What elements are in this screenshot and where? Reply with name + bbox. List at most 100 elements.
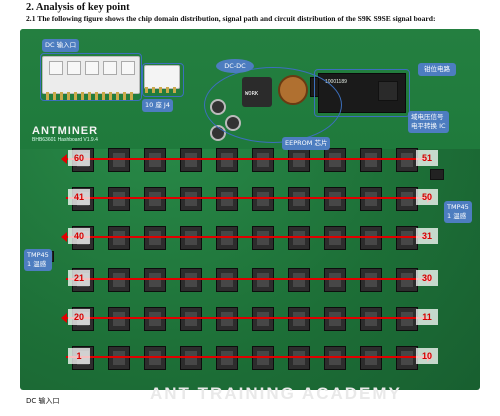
footer-caption: DC 输入口 [26,397,60,405]
asic-chip [288,268,310,292]
asic-chip [180,187,202,211]
asic-chip [252,268,274,292]
asic-chip [360,346,382,370]
asic-chip [180,268,202,292]
asic-row: 41 50 [40,183,460,213]
asic-chip [396,307,418,331]
asic-chip [252,226,274,250]
brand-logo: ANTMINER [32,125,99,137]
asic-chip [324,346,346,370]
dc-input-pins [46,92,136,101]
dc-input-label: DC 输入口 [42,39,80,52]
asic-chip [108,268,130,292]
row-end-number: 11 [416,309,438,325]
asic-chip [216,187,238,211]
asic-chip [324,226,346,250]
hashboard-photo: WORK ANTMINER BHB63601 Hashboard V1.9.4 … [20,29,480,390]
dc-input-connector [42,56,140,94]
row-end-number: 10 [416,348,438,364]
ir5-chip [378,81,398,101]
asic-chip [216,226,238,250]
row-end-number: 51 [416,150,438,166]
asic-chip [288,346,310,370]
asic-chip [252,187,274,211]
tmp451-left-label: TMP45 1 温感 [24,249,52,271]
j4-pins [145,87,177,93]
signal-path-arrow [66,317,428,319]
asic-chip [108,307,130,331]
asic-chip [360,268,382,292]
connector-cell [85,61,99,75]
asic-chip [324,187,346,211]
dc-input-callout-frame [40,53,142,101]
asic-chip [144,268,166,292]
asic-chip [324,307,346,331]
signal-path-arrow [66,236,428,238]
tmp451-right-label: TMP45 1 温感 [444,201,472,223]
asic-chip [324,148,346,172]
board-model: BHB63601 Hashboard V1.9.4 [32,137,98,143]
asic-chip [396,226,418,250]
row-start-number: 1 [68,348,90,364]
signal-path-arrow [66,158,428,160]
row-start-number: 40 [68,228,90,244]
dcdc-callout-frame [204,67,342,143]
j4-callout-frame [142,63,184,97]
asic-chip [252,346,274,370]
asic-chip [216,346,238,370]
connector-cell [49,61,63,75]
asic-chip [108,187,130,211]
tmp451-left-text: TMP45 1 温感 [27,251,49,268]
row-start-number: 20 [68,309,90,325]
level-shift-text: 域电压信号 电平转换 IC [411,113,446,130]
asic-chip [180,226,202,250]
asic-chip [396,346,418,370]
row-start-number: 41 [68,189,90,205]
asic-chip [360,187,382,211]
signal-path-arrow [66,193,433,203]
asic-chip [180,148,202,172]
asic-chip [288,226,310,250]
asic-chip [144,187,166,211]
board-code: 10001189 [325,79,347,85]
section-heading: 2. Analysis of key point [26,2,130,13]
asic-chip [396,187,418,211]
level-shift-label: 域电压信号 电平转换 IC [408,111,449,133]
section-subheading: 2.1 The following figure shows the chip … [26,14,436,23]
asic-chip [396,268,418,292]
asic-chip [144,226,166,250]
reset-label: 钳位电路 [418,63,456,76]
row-end-number: 50 [416,189,438,205]
asic-chip [324,268,346,292]
watermark: ANT TRAINING ACADEMY [150,384,402,403]
asic-chip [360,226,382,250]
asic-chip [288,307,310,331]
asic-chip [180,346,202,370]
row-end-number: 31 [416,228,438,244]
asic-chip [360,307,382,331]
dcdc-label: DC-DC [216,59,254,73]
asic-chip [108,346,130,370]
j4-label: 10 座 J4 [142,99,173,112]
connector-cell [103,61,117,75]
asic-chip [288,148,310,172]
asic-chip [144,148,166,172]
asic-chip [216,148,238,172]
asic-chip [108,148,130,172]
asic-row: 1 10 [40,342,460,372]
asic-row: 40 31 [40,222,460,252]
reset-callout-frame [314,69,410,117]
asic-chip [396,148,418,172]
signal-path-arrow [66,352,433,362]
asic-chip [108,226,130,250]
asic-chip [288,187,310,211]
connector-cell [67,61,81,75]
level-shift-ic [430,169,444,180]
tmp451-right-text: TMP45 1 温感 [447,203,469,220]
asic-chip [252,148,274,172]
row-end-number: 30 [416,270,438,286]
asic-chip [252,307,274,331]
